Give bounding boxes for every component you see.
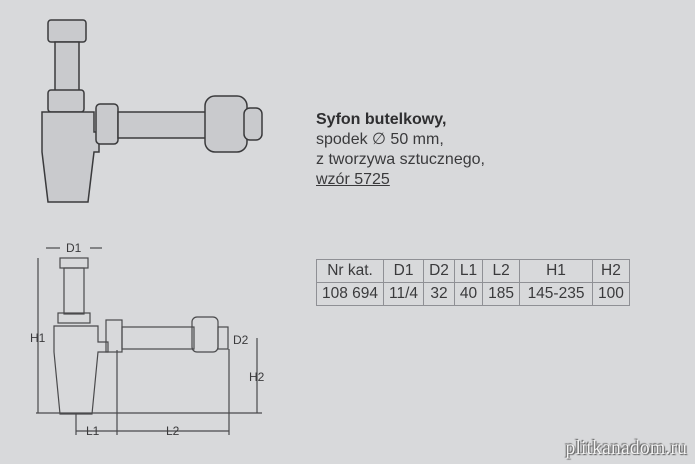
- table-cell: 108 694: [315, 282, 385, 306]
- product-base: spodek ∅ 50 mm,: [316, 131, 444, 148]
- header-cell: H2: [592, 259, 630, 283]
- label-l2: L2: [166, 424, 180, 438]
- product-description: Syfon butelkowy, spodek ∅ 50 mm, z tworz…: [316, 110, 485, 190]
- label-d1: D1: [66, 241, 82, 255]
- header-cell: L1: [453, 259, 484, 283]
- table-cell: 40: [453, 282, 484, 306]
- header-cell: D2: [423, 259, 455, 283]
- table-header-row: Nr kat. D1 D2 L1 L2 H1 H2: [315, 259, 630, 283]
- table-cell: 32: [423, 282, 455, 306]
- label-d2: D2: [233, 333, 249, 347]
- table-cell: 11/4: [383, 282, 425, 306]
- label-h2: H2: [249, 370, 265, 384]
- table-cell: 100: [592, 282, 630, 306]
- header-cell: H1: [519, 259, 594, 283]
- product-material: z tworzywa sztucznego,: [316, 151, 485, 168]
- spec-table: Nr kat. D1 D2 L1 L2 H1 H2 108 694 11/4 3…: [315, 259, 630, 306]
- header-cell: D1: [383, 259, 425, 283]
- product-title: Syfon butelkowy,: [316, 111, 447, 128]
- table-cell: 145-235: [519, 282, 594, 306]
- label-l1: L1: [86, 424, 100, 438]
- siphon-product-image: [41, 19, 263, 203]
- header-cell: L2: [482, 259, 521, 283]
- label-h1: H1: [30, 331, 46, 345]
- table-cell: 185: [482, 282, 521, 306]
- watermark: plitkanadom.ru: [565, 437, 687, 459]
- siphon-technical-drawing: [36, 247, 262, 435]
- header-cell: Nr kat.: [315, 259, 385, 283]
- table-row: 108 694 11/4 32 40 185 145-235 100: [315, 282, 630, 306]
- product-model: wzór 5725: [316, 171, 390, 188]
